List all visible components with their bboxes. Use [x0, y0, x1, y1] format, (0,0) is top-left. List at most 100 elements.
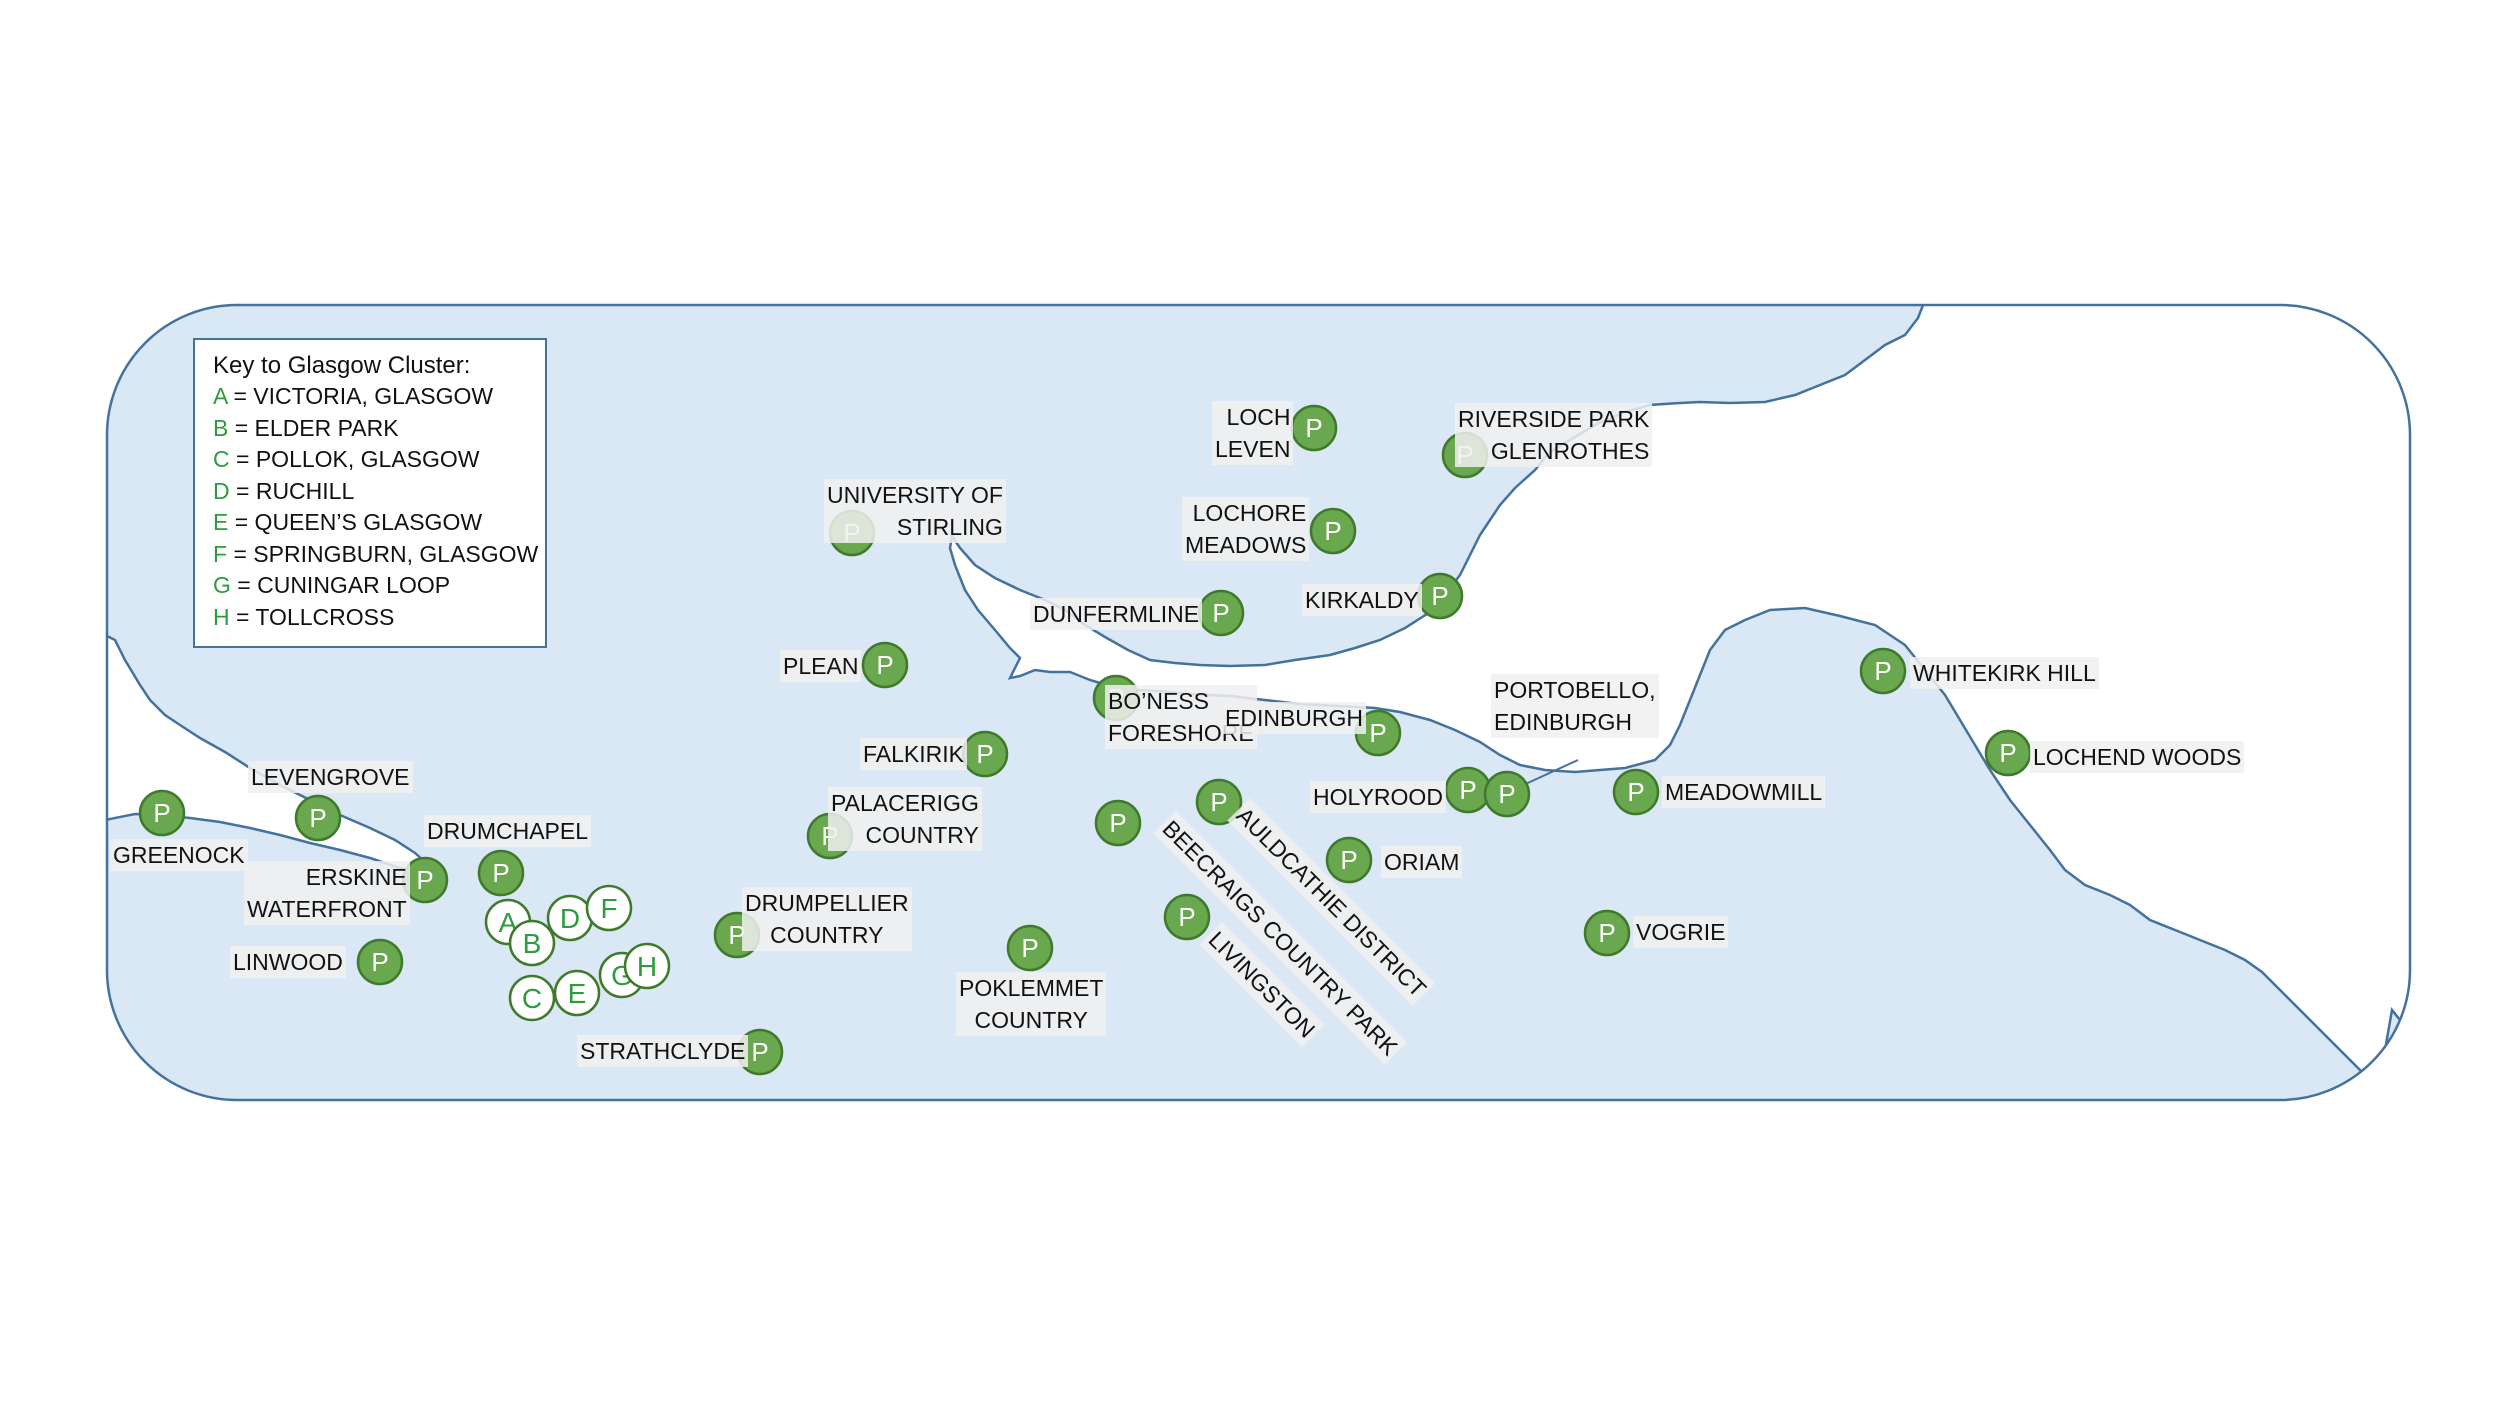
label-university-of-stirling: UNIVERSITY OF STIRLING [824, 479, 1006, 543]
park-marker-poklemmet[interactable]: P [1006, 924, 1054, 972]
park-marker-circle [1195, 778, 1243, 826]
label-greenock: GREENOCK [110, 839, 248, 871]
park-marker-levengrove[interactable]: P [294, 794, 342, 842]
label-loch-leven: LOCH LEVEN [1212, 401, 1294, 465]
park-marker-edinburgh[interactable]: P [1354, 709, 1402, 757]
park-marker-glyph: P [1305, 413, 1322, 443]
park-marker-glyph: P [1178, 902, 1195, 932]
key-item-c: C = POLLOK, GLASGOW [213, 446, 480, 472]
cluster-marker-b[interactable]: B [508, 919, 556, 967]
park-marker-glyph: P [976, 739, 993, 769]
key-item-g: G = CUNINGAR LOOP [213, 572, 451, 598]
park-marker-circle [1325, 836, 1373, 884]
park-marker-kirkaldy[interactable]: P [1416, 572, 1464, 620]
park-marker-dunfermline[interactable]: P [1197, 589, 1245, 637]
cluster-marker-circle [553, 969, 601, 1017]
park-marker-oriam[interactable]: P [1325, 836, 1373, 884]
label-portobello-edinburgh: PORTOBELLO, EDINBURGH [1491, 674, 1659, 738]
park-marker-circle [1163, 893, 1211, 941]
park-marker-glyph: P [1627, 777, 1644, 807]
park-marker-holyrood[interactable]: P [1444, 766, 1492, 814]
park-marker-plean[interactable]: P [861, 641, 909, 689]
label-drumpellier-country: DRUMPELLIER COUNTRY [742, 887, 912, 951]
park-marker-circle [1483, 770, 1531, 818]
park-marker-circle [294, 794, 342, 842]
park-marker-vogrie[interactable]: P [1583, 909, 1631, 957]
park-marker-circle [1309, 507, 1357, 555]
park-marker-glyph: P [876, 650, 893, 680]
park-marker-glyph: P [1369, 718, 1386, 748]
park-marker-glyph: P [1210, 787, 1227, 817]
park-marker-glyph: P [416, 865, 433, 895]
label-palacerigg-country: PALACERIGG COUNTRY [828, 787, 982, 851]
firth-of-clyde [107, 632, 435, 877]
park-marker-circle [1583, 909, 1631, 957]
park-marker-auldcathie[interactable]: P [1195, 778, 1243, 826]
label-erskine-waterfront: ERSKINE WATERFRONT [244, 861, 410, 925]
label-lochore-meadows: LOCHORE MEADOWS [1182, 497, 1310, 561]
cluster-marker-circle [585, 884, 633, 932]
park-marker-glyph: P [1498, 779, 1515, 809]
park-marker-glyph: P [1340, 845, 1357, 875]
park-marker-livingston[interactable]: P [1163, 893, 1211, 941]
park-marker-circle [1094, 799, 1142, 847]
park-marker-meadowmill[interactable]: P [1612, 768, 1660, 816]
park-marker-glyph: P [1324, 516, 1341, 546]
label-strathclyde: STRATHCLYDE [577, 1035, 749, 1067]
park-marker-glyph: P [1459, 775, 1476, 805]
label-vogrie: VOGRIE [1633, 916, 1729, 948]
park-marker-glyph: P [751, 1037, 768, 1067]
park-marker-linwood[interactable]: P [356, 938, 404, 986]
park-marker-circle [1006, 924, 1054, 972]
key-title: Key to Glasgow Cluster: [213, 352, 471, 379]
label-meadowmill: MEADOWMILL [1662, 776, 1826, 808]
park-marker-portobello[interactable]: P [1483, 770, 1531, 818]
cluster-marker-letter: H [637, 951, 657, 982]
park-marker-glyph: P [728, 920, 745, 950]
park-marker-lochleven[interactable]: P [1290, 404, 1338, 452]
cluster-marker-letter: C [522, 983, 542, 1014]
park-marker-beecraigs[interactable]: P [1094, 799, 1142, 847]
glasgow-cluster-key: Key to Glasgow Cluster: A = VICTORIA, GL… [193, 338, 547, 648]
park-marker-lochore[interactable]: P [1309, 507, 1357, 555]
cluster-marker-f[interactable]: F [585, 884, 633, 932]
park-marker-glyph: P [1021, 933, 1038, 963]
park-marker-glyph: P [1109, 808, 1126, 838]
park-marker-glyph: P [492, 858, 509, 888]
label-drumchapel: DRUMCHAPEL [424, 815, 592, 847]
cluster-marker-letter: F [600, 893, 617, 924]
park-marker-greenock[interactable]: P [138, 789, 186, 837]
park-marker-circle [861, 641, 909, 689]
park-marker-circle [1859, 647, 1907, 695]
key-item-d: D = RUCHILL [213, 477, 355, 504]
cluster-marker-e[interactable]: E [553, 969, 601, 1017]
label-falkirk: FALKIRIK [860, 738, 967, 770]
cluster-marker-d[interactable]: D [546, 894, 594, 942]
park-marker-circle [477, 849, 525, 897]
cluster-marker-letter: B [523, 928, 542, 959]
cluster-marker-circle [508, 974, 556, 1022]
key-item-a: A = VICTORIA, GLASGOW [213, 383, 494, 409]
label-dunfermline: DUNFERMLINE [1030, 598, 1203, 630]
park-marker-glyph: P [153, 798, 170, 828]
cluster-marker-h[interactable]: H [623, 942, 671, 990]
label-levengrove: LEVENGROVE [248, 761, 413, 793]
park-marker-drumchapel[interactable]: P [477, 849, 525, 897]
park-marker-lochend[interactable]: P [1984, 729, 2032, 777]
park-marker-falkirk[interactable]: P [961, 730, 1009, 778]
label-poklemmet-country: POKLEMMET COUNTRY [956, 972, 1107, 1036]
label-whitekirk-hill: WHITEKIRK HILL [1910, 657, 2099, 689]
key-item-e: E = QUEEN’S GLASGOW [213, 509, 483, 535]
label-edinburgh: EDINBURGH [1222, 702, 1367, 734]
park-marker-circle [1612, 768, 1660, 816]
park-marker-circle [356, 938, 404, 986]
map-frame [105, 303, 2412, 1102]
park-marker-glyph: P [371, 947, 388, 977]
park-marker-circle [138, 789, 186, 837]
label-lochend-woods: LOCHEND WOODS [2030, 741, 2245, 773]
cluster-marker-c[interactable]: C [508, 974, 556, 1022]
park-marker-glyph: P [1431, 581, 1448, 611]
park-marker-whitekirk[interactable]: P [1859, 647, 1907, 695]
key-item-b: B = ELDER PARK [213, 414, 399, 441]
park-marker-glyph: P [1212, 598, 1229, 628]
